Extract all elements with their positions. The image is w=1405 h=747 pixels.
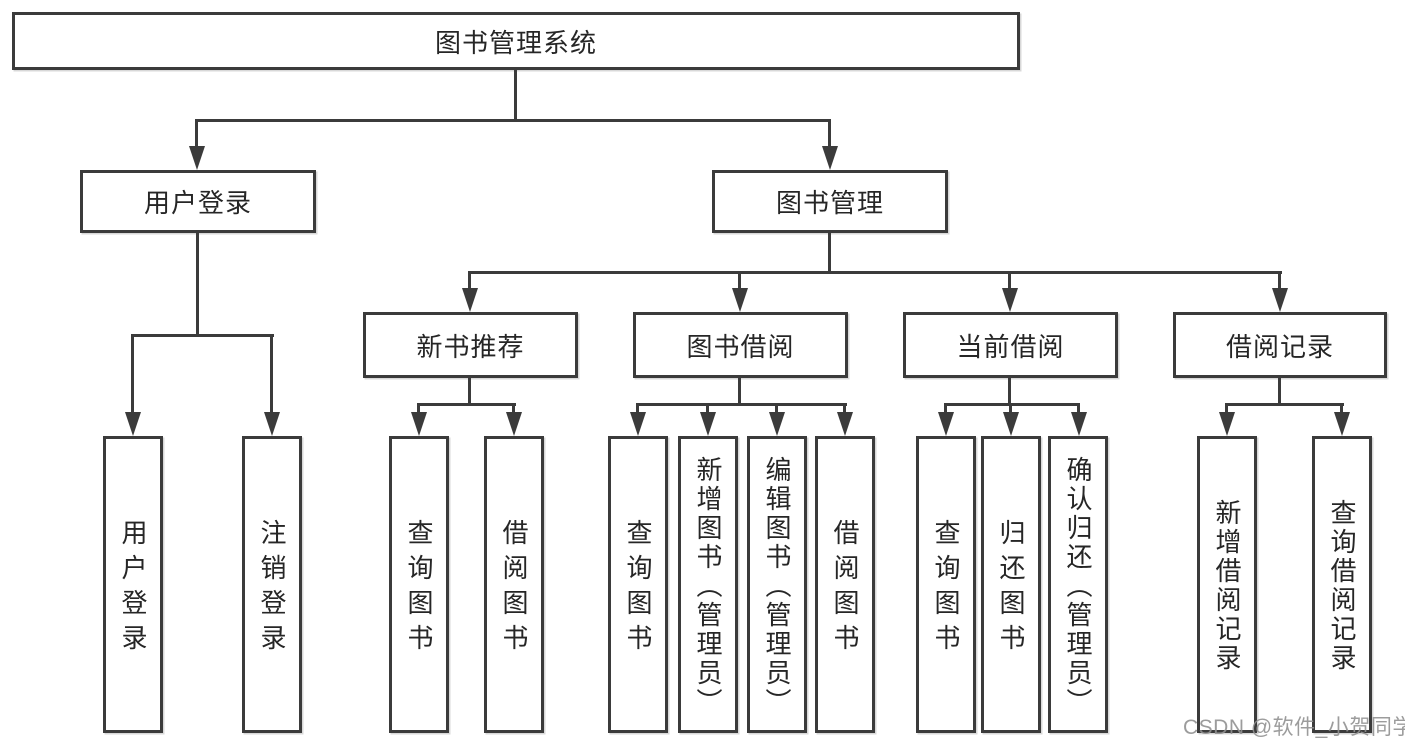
connector-drop-user-login [195, 119, 198, 150]
connector-drop-leaf [1225, 403, 1228, 415]
connector-l3-stem [738, 378, 741, 406]
connector-drop-leaf [1009, 403, 1012, 415]
arrow-down-icon [1003, 412, 1019, 436]
connector-book-mgmt-bar [468, 271, 1282, 274]
arrow-down-icon [189, 146, 205, 170]
leaf-confirm-return-admin-label: 确认归还（管理员） [1063, 455, 1093, 717]
arrow-down-icon [732, 288, 748, 312]
arrow-down-icon [1334, 412, 1350, 436]
arrow-down-icon [1219, 412, 1235, 436]
connector-leaf-bar [636, 403, 847, 406]
connector-l3-stem [468, 378, 471, 406]
arrow-down-icon [1071, 412, 1087, 436]
connector-drop-leaf [270, 334, 273, 414]
connector-drop-leaf [636, 403, 639, 415]
node-current-borrowing-label: 当前借阅 [956, 331, 1065, 362]
leaf-query-book-3: 查询图书 [916, 436, 976, 733]
leaf-borrow-book-1-label: 借阅图书 [499, 519, 529, 659]
arrow-down-icon [411, 412, 427, 436]
connector-drop-book-mgmt [828, 119, 831, 150]
connector-root-stem [514, 70, 517, 122]
connector-drop-l3 [1008, 271, 1011, 292]
node-new-book-recommend: 新书推荐 [363, 312, 578, 378]
arrow-down-icon [462, 288, 478, 312]
leaf-edit-book-admin-label: 编辑图书（管理员） [762, 455, 792, 717]
leaf-add-borrow-record: 新增借阅记录 [1197, 436, 1257, 733]
connector-drop-leaf [1077, 403, 1080, 415]
node-book-management-label: 图书管理 [775, 188, 884, 218]
connector-drop-l3 [738, 271, 741, 292]
connector-drop-leaf [706, 403, 709, 415]
leaf-query-book-1-label: 查询图书 [404, 519, 434, 659]
connector-drop-leaf [843, 403, 846, 415]
leaf-return-book-label: 归还图书 [996, 519, 1026, 659]
arrow-down-icon [630, 412, 646, 436]
leaf-query-borrow-record-label: 查询借阅记录 [1327, 499, 1357, 673]
node-root: 图书管理系统 [12, 12, 1020, 70]
leaf-add-book-admin: 新增图书（管理员） [678, 436, 738, 733]
node-current-borrowing: 当前借阅 [903, 312, 1118, 378]
connector-user-login-bar [131, 334, 274, 337]
leaf-user-login-label: 用户登录 [118, 519, 148, 659]
arrow-down-icon [700, 412, 716, 436]
leaf-return-book: 归还图书 [981, 436, 1041, 733]
node-book-borrowing-label: 图书借阅 [686, 331, 795, 362]
arrow-down-icon [938, 412, 954, 436]
leaf-borrow-book-2: 借阅图书 [815, 436, 875, 733]
leaf-user-login: 用户登录 [103, 436, 163, 733]
connector-l3-stem [1278, 378, 1281, 406]
connector-drop-leaf [1340, 403, 1343, 415]
connector-book-mgmt-stem [828, 233, 831, 274]
arrow-down-icon [264, 412, 280, 436]
connector-drop-l3 [468, 271, 471, 292]
connector-drop-leaf [131, 334, 134, 414]
node-user-login: 用户登录 [80, 170, 316, 233]
leaf-query-borrow-record: 查询借阅记录 [1312, 436, 1372, 733]
leaf-logout-label: 注销登录 [257, 519, 287, 659]
watermark: CSDN @软件_小贺同学 [1183, 716, 1405, 739]
node-borrowing-records-label: 借阅记录 [1225, 331, 1334, 362]
node-new-book-recommend-label: 新书推荐 [416, 331, 525, 362]
connector-user-login-stem [196, 233, 199, 337]
leaf-confirm-return-admin: 确认归还（管理员） [1048, 436, 1108, 733]
connector-drop-leaf [512, 403, 515, 415]
leaf-query-book-1: 查询图书 [389, 436, 449, 733]
node-book-management: 图书管理 [712, 170, 948, 233]
node-book-borrowing: 图书借阅 [633, 312, 848, 378]
leaf-borrow-book-2-label: 借阅图书 [830, 519, 860, 659]
leaf-add-borrow-record-label: 新增借阅记录 [1212, 499, 1242, 673]
leaf-borrow-book-1: 借阅图书 [484, 436, 544, 733]
arrow-down-icon [1002, 288, 1018, 312]
connector-drop-l3 [1278, 271, 1281, 292]
connector-drop-leaf [417, 403, 420, 415]
connector-leaf-bar [944, 403, 1080, 406]
connector-root-bar [196, 119, 831, 122]
arrow-down-icon [822, 146, 838, 170]
node-user-login-label: 用户登录 [143, 188, 252, 218]
connector-leaf-bar [1225, 403, 1344, 406]
leaf-logout: 注销登录 [242, 436, 302, 733]
leaf-query-book-2-label: 查询图书 [623, 519, 653, 659]
leaf-query-book-2: 查询图书 [608, 436, 668, 733]
arrow-down-icon [506, 412, 522, 436]
connector-drop-leaf [944, 403, 947, 415]
connector-leaf-bar [417, 403, 516, 406]
connector-l3-stem [1008, 378, 1011, 406]
node-root-label: 图书管理系统 [434, 27, 597, 58]
node-borrowing-records: 借阅记录 [1173, 312, 1387, 378]
arrow-down-icon [837, 412, 853, 436]
arrow-down-icon [125, 412, 141, 436]
leaf-add-book-admin-label: 新增图书（管理员） [693, 455, 723, 717]
leaf-query-book-3-label: 查询图书 [931, 519, 961, 659]
connector-drop-leaf [775, 403, 778, 415]
leaf-edit-book-admin: 编辑图书（管理员） [747, 436, 807, 733]
arrow-down-icon [769, 412, 785, 436]
arrow-down-icon [1272, 288, 1288, 312]
